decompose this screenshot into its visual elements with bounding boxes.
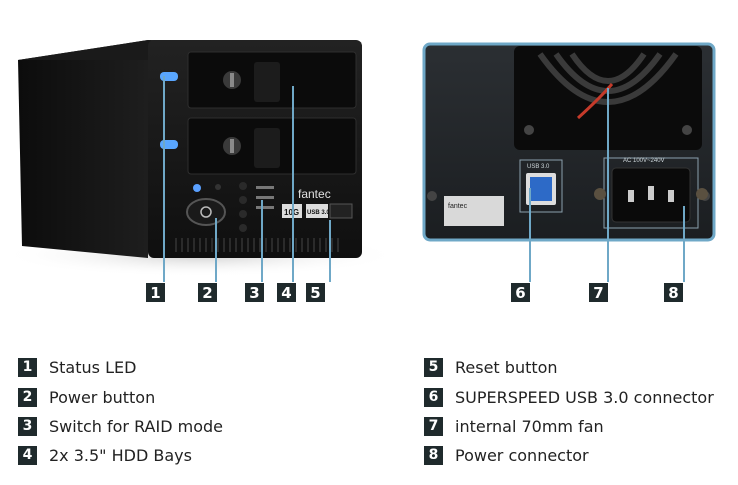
legend-number: 8	[424, 445, 443, 465]
callout-number-3: 3	[249, 284, 259, 302]
legend-item-5: 5 Reset button	[424, 356, 558, 378]
legend-item-7: 7 internal 70mm fan	[424, 415, 604, 437]
legend-number: 2	[18, 387, 37, 407]
status-led-2	[160, 140, 178, 149]
raid-switch-2	[239, 196, 247, 204]
callout-3: 3	[245, 283, 264, 302]
badge-usb	[306, 204, 328, 218]
raid-switch-3	[239, 210, 247, 218]
rear-label-sticker	[444, 196, 504, 226]
power-label: AC 100V~240V	[623, 158, 665, 164]
raid-switch-4	[239, 224, 247, 232]
reset-button[interactable]	[329, 203, 353, 219]
legend-number: 5	[424, 357, 443, 377]
callout-7: 7	[589, 283, 608, 302]
badge-10g-text: 10G	[284, 208, 299, 217]
front-brand: fantec	[298, 187, 331, 201]
bay-2-lock-slot	[230, 139, 234, 153]
screw-icon	[594, 188, 606, 200]
legend-label: SUPERSPEED USB 3.0 connector	[455, 387, 714, 407]
callout-4: 4	[277, 283, 296, 302]
power-button[interactable]	[186, 198, 226, 226]
callout-lines	[163, 76, 685, 282]
legend-item-8: 8 Power connector	[424, 444, 589, 466]
callout-number-6: 6	[515, 284, 525, 302]
raid-label-line	[256, 196, 274, 199]
power-pin	[628, 190, 634, 202]
callout-box-1	[146, 283, 165, 302]
usb-port-label: USB 3.0	[527, 164, 550, 170]
rear-brand: fantec	[448, 203, 468, 210]
callout-box-8	[664, 283, 683, 302]
bay-1-lock-slot	[230, 73, 234, 87]
legend-item-3: 3 Switch for RAID mode	[18, 415, 223, 437]
legend-item-2: 2 Power button	[18, 386, 155, 408]
bay-2-handle	[254, 128, 280, 168]
legend-label: 2x 3.5" HDD Bays	[49, 445, 192, 465]
power-led	[193, 184, 201, 192]
power-pin	[668, 190, 674, 202]
legend-label: Status LED	[49, 357, 137, 377]
callout-number-7: 7	[593, 284, 603, 302]
legend-number: 6	[424, 387, 443, 407]
raid-label-line	[256, 186, 274, 189]
callout-box-5	[306, 283, 325, 302]
legend-label: internal 70mm fan	[455, 416, 604, 436]
callout-box-2	[198, 283, 217, 302]
rear-panel: USB 3.0 fantec AC 100V~240V	[422, 42, 716, 242]
legend-label: Switch for RAID mode	[49, 416, 223, 436]
callout-number-2: 2	[202, 284, 212, 302]
screw-icon	[427, 191, 437, 201]
callout-number-5: 5	[310, 284, 320, 302]
usb-port[interactable]	[530, 177, 552, 201]
badge-usb-text: USB 3.0	[307, 210, 330, 216]
legend-number: 4	[18, 445, 37, 465]
callout-box-3	[245, 283, 264, 302]
legend-label: Power connector	[455, 445, 589, 465]
legend-item-4: 4 2x 3.5" HDD Bays	[18, 444, 192, 466]
legend-label: Reset button	[455, 357, 558, 377]
power-icon	[200, 206, 212, 218]
callout-6: 6	[511, 283, 530, 302]
power-pin	[648, 186, 654, 200]
screw-icon	[682, 125, 692, 135]
legend-number: 7	[424, 416, 443, 436]
raid-label-line	[256, 206, 274, 209]
callout-number-4: 4	[281, 284, 291, 302]
callout-number-8: 8	[668, 284, 678, 302]
callout-2: 2	[198, 283, 217, 302]
bay-1-handle	[254, 62, 280, 102]
raid-switch-1	[239, 182, 247, 190]
status-led-1	[160, 72, 178, 81]
callout-1: 1	[146, 283, 165, 302]
callout-box-6	[511, 283, 530, 302]
fan-wire	[576, 83, 614, 120]
indicator-dot	[215, 184, 221, 190]
callout-8: 8	[664, 283, 683, 302]
legend-item-1: 1 Status LED	[18, 356, 136, 378]
callout-number-1: 1	[150, 284, 160, 302]
screw-icon	[524, 125, 534, 135]
callout-5: 5	[306, 283, 325, 302]
legend-label: Power button	[49, 387, 156, 407]
front-vent	[175, 238, 339, 252]
screw-icon	[696, 188, 708, 200]
legend-item-6: 6 SUPERSPEED USB 3.0 connector	[424, 386, 714, 408]
enclosure-side	[18, 40, 148, 258]
callout-box-4	[277, 283, 296, 302]
callout-box-7	[589, 283, 608, 302]
front-enclosure: fantec 10G USB 3.0	[0, 40, 400, 277]
legend-number: 3	[18, 416, 37, 436]
legend-number: 1	[18, 357, 37, 377]
usb-port-frame	[519, 159, 563, 213]
